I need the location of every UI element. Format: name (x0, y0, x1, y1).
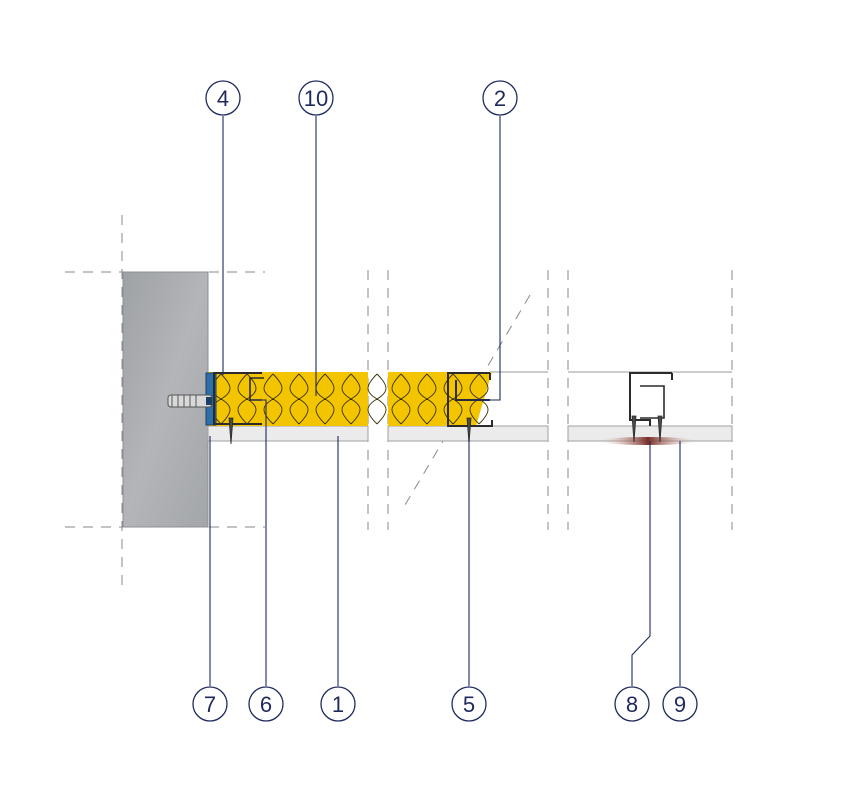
callout-1: 1 (320, 686, 356, 722)
sealant-joint (600, 437, 696, 445)
callout-ring (248, 686, 284, 722)
callout-ring (614, 686, 650, 722)
callout-label: 2 (494, 86, 506, 111)
callout-ring (320, 686, 356, 722)
callout-label: 10 (304, 86, 328, 111)
callout-4: 4 (205, 80, 241, 116)
cross-profiles (629, 372, 673, 426)
callout-6: 6 (248, 686, 284, 722)
callout-2: 2 (482, 80, 518, 116)
callout-label: 7 (204, 692, 216, 717)
callout-ring (662, 686, 698, 722)
callout-5: 5 (451, 686, 487, 722)
ud-profile (213, 372, 262, 425)
callout-8: 8 (614, 686, 650, 722)
callout-label: 9 (674, 692, 686, 717)
callout-7: 7 (192, 686, 228, 722)
callout-group: 4 10 2 7 6 1 5 8 9 (192, 80, 698, 722)
screws (228, 415, 663, 445)
callout-label: 8 (626, 692, 638, 717)
callout-ring (482, 80, 518, 116)
callout-ring (298, 80, 334, 116)
callout-ring (205, 80, 241, 116)
callout-label: 4 (217, 86, 229, 111)
callout-label: 1 (332, 692, 344, 717)
callout-10: 10 (298, 80, 334, 116)
callout-ring (192, 686, 228, 722)
anchor (167, 394, 213, 408)
callout-label: 6 (260, 692, 272, 717)
callout-label: 5 (463, 692, 475, 717)
callout-9: 9 (662, 686, 698, 722)
mineral-wool-insulation (208, 372, 492, 426)
callout-ring (451, 686, 487, 722)
leader-lines (209, 116, 681, 686)
